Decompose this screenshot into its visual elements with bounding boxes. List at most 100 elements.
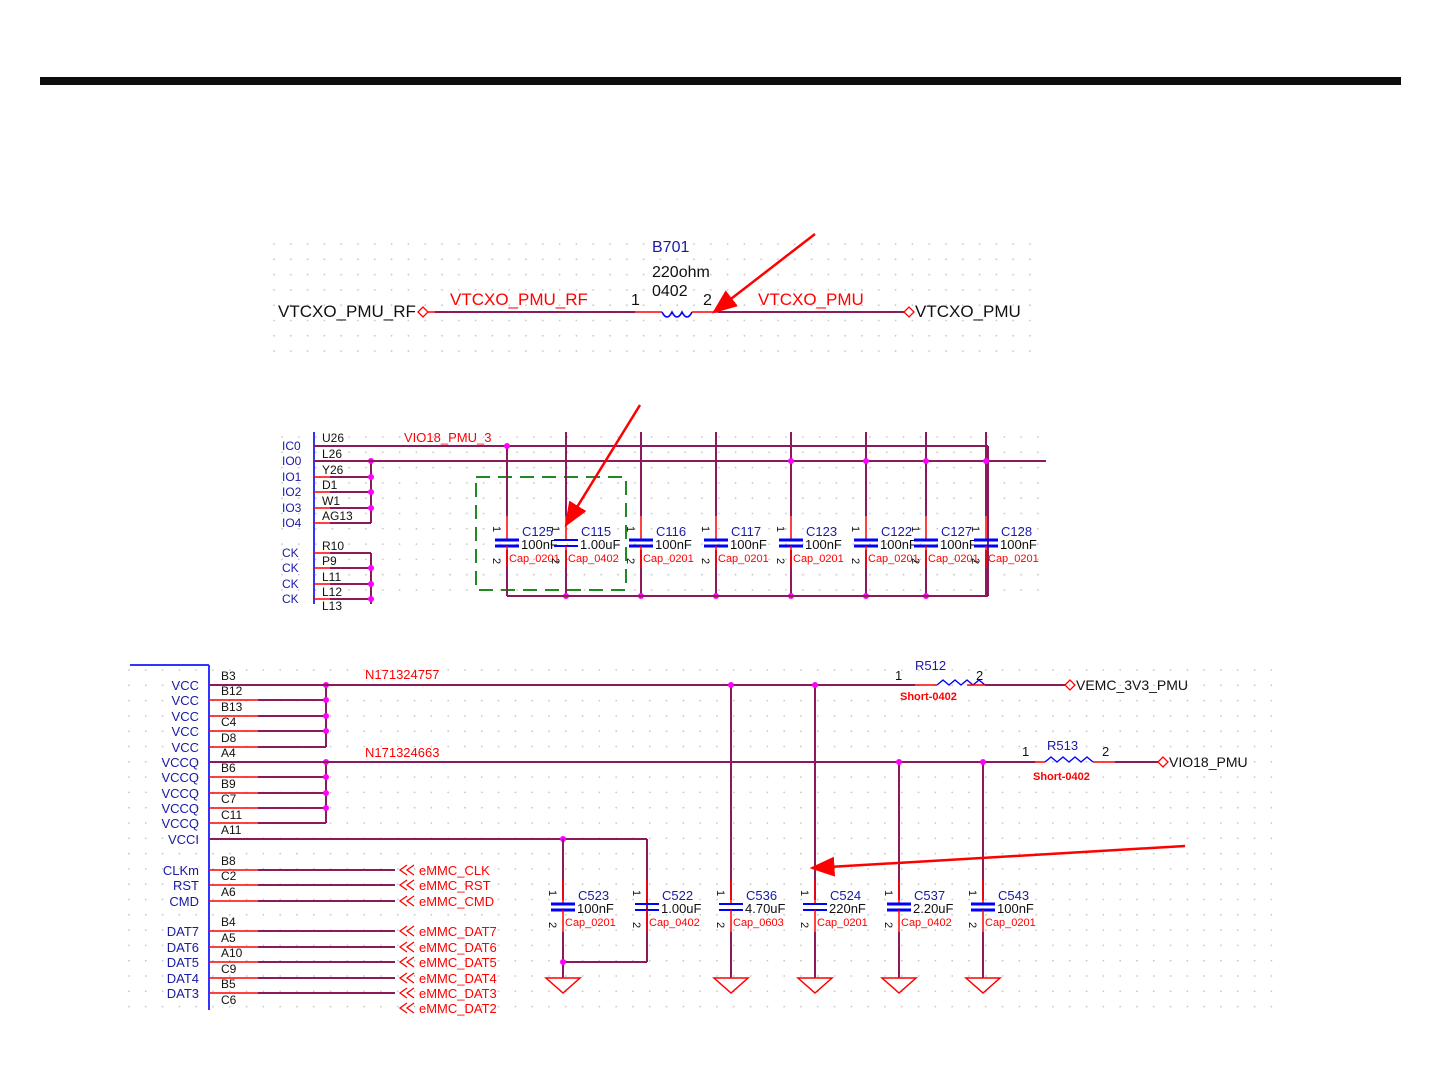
component-ref-r513[interactable]: R513: [1047, 738, 1078, 753]
net-label-n171324663[interactable]: N171324663: [365, 745, 439, 760]
grid-dot: [424, 243, 427, 245]
grid-dot: [833, 806, 836, 809]
grid-dot: [917, 898, 920, 901]
grid-dot: [447, 806, 450, 809]
grid-dot: [1085, 837, 1088, 840]
grid-dot: [919, 558, 922, 561]
net-label-emmc_dat4[interactable]: eMMC_DAT4: [419, 971, 497, 986]
component-ref-c117[interactable]: C117: [731, 524, 761, 539]
grid-dot: [465, 573, 468, 576]
grid-dot: [682, 669, 685, 671]
pin-name: VCCI: [168, 832, 199, 847]
component-ref-c127[interactable]: C127: [941, 524, 972, 539]
component-ref-r512[interactable]: R512: [915, 658, 946, 673]
component-ref-c122[interactable]: C122: [881, 524, 912, 539]
grid-dot: [407, 350, 410, 352]
net-label-emmc_dat3[interactable]: eMMC_DAT3: [419, 986, 497, 1001]
component-ref-c125[interactable]: C125: [522, 524, 553, 539]
grid-dot: [682, 837, 685, 840]
net-label-emmc_dat6[interactable]: eMMC_DAT6: [419, 940, 497, 955]
pin-name: VCCQ: [161, 801, 199, 816]
grid-dot: [413, 929, 416, 931]
net-label-emmc_cmd[interactable]: eMMC_CMD: [419, 894, 494, 909]
grid-dot: [900, 1005, 903, 1008]
grid-dot: [751, 558, 754, 561]
component-ref-c524[interactable]: C524: [830, 888, 861, 903]
grid-dot: [1035, 730, 1038, 733]
net-label-emmc_dat5[interactable]: eMMC_DAT5: [419, 955, 497, 970]
grid-dot: [1203, 730, 1206, 733]
grid-dot: [1169, 852, 1172, 855]
grid-dot: [430, 699, 433, 702]
grid-dot: [968, 791, 970, 794]
grid-dot: [648, 883, 651, 886]
net-label-emmc_rst[interactable]: eMMC_RST: [419, 878, 491, 893]
grid-dot: [564, 1005, 567, 1008]
grid-dot: [885, 543, 888, 545]
grid-dot: [430, 852, 433, 855]
grid-dot: [413, 898, 416, 901]
grid-dot: [1052, 883, 1054, 886]
grid-dot: [894, 304, 897, 307]
component-ref-c115[interactable]: C115: [581, 524, 611, 539]
grid-dot: [340, 289, 343, 291]
net-label-vtcxo-pmu-rf[interactable]: VTCXO_PMU_RF: [450, 290, 588, 309]
component-ref-c536[interactable]: C536: [746, 888, 777, 903]
grid-dot: [1236, 852, 1239, 855]
component-ref-c537[interactable]: C537: [914, 888, 945, 903]
grid-dot: [447, 959, 450, 962]
net-label-emmc_dat7[interactable]: eMMC_DAT7: [419, 924, 497, 939]
grid-dot: [398, 512, 401, 515]
grid-dot: [128, 959, 130, 962]
component-ref-c128[interactable]: C128: [1001, 524, 1032, 539]
component-ref-b701[interactable]: B701: [652, 239, 689, 256]
grid-dot: [195, 669, 198, 671]
grid-dot: [716, 975, 718, 977]
grid-dot: [732, 715, 735, 717]
grid-dot: [1052, 699, 1054, 702]
grid-dot: [1068, 776, 1071, 778]
net-label-emmc_dat2[interactable]: eMMC_DAT2: [419, 1001, 497, 1016]
ferrite-bead-icon[interactable]: [661, 310, 693, 318]
net-label-n171324757[interactable]: N171324757: [365, 667, 439, 682]
grid-dot: [531, 715, 534, 717]
pin-number: B9: [221, 777, 236, 791]
grid-dot: [413, 745, 416, 748]
grid-dot: [447, 730, 450, 733]
grid-dot: [430, 944, 433, 947]
grid-dot: [548, 944, 550, 947]
component-ref-c123[interactable]: C123: [806, 524, 837, 539]
component-ref-c543[interactable]: C543: [998, 888, 1029, 903]
grid-dot: [1001, 1005, 1004, 1008]
grid-dot: [491, 350, 494, 352]
net-label-vio18-pmu-3[interactable]: VIO18_PMU_3: [404, 430, 491, 445]
grid-dot: [128, 715, 130, 717]
resistor-r513-icon[interactable]: [1044, 756, 1094, 763]
grid-dot: [447, 669, 450, 671]
grid-dot: [867, 929, 870, 931]
grid-dot: [894, 289, 897, 291]
net-label-emmc_clk[interactable]: eMMC_CLK: [419, 863, 490, 878]
grid-dot: [273, 243, 275, 245]
component-ref-c522[interactable]: C522: [662, 888, 693, 903]
grid-dot: [867, 791, 870, 794]
grid-dot: [407, 289, 410, 291]
grid-dot: [195, 898, 198, 901]
grid-dot: [716, 929, 718, 931]
grid-dot: [801, 512, 804, 515]
component-ref-c523[interactable]: C523: [578, 888, 609, 903]
net-label-vtcxo-pmu[interactable]: VTCXO_PMU: [758, 290, 864, 309]
component-ref-c116[interactable]: C116: [656, 524, 686, 539]
grid-dot: [273, 319, 275, 322]
grid-dot: [615, 715, 618, 717]
title-divider-bar: [40, 77, 1401, 85]
grid-dot: [632, 669, 634, 671]
grid-dot: [531, 669, 534, 671]
grid-dot: [449, 527, 451, 530]
grid-dot: [951, 837, 954, 840]
grid-dot: [617, 436, 619, 438]
grid-dot: [1169, 806, 1172, 809]
grid-dot: [413, 868, 416, 870]
resistor-r512-icon[interactable]: [936, 679, 986, 686]
grid-dot: [1001, 699, 1004, 702]
